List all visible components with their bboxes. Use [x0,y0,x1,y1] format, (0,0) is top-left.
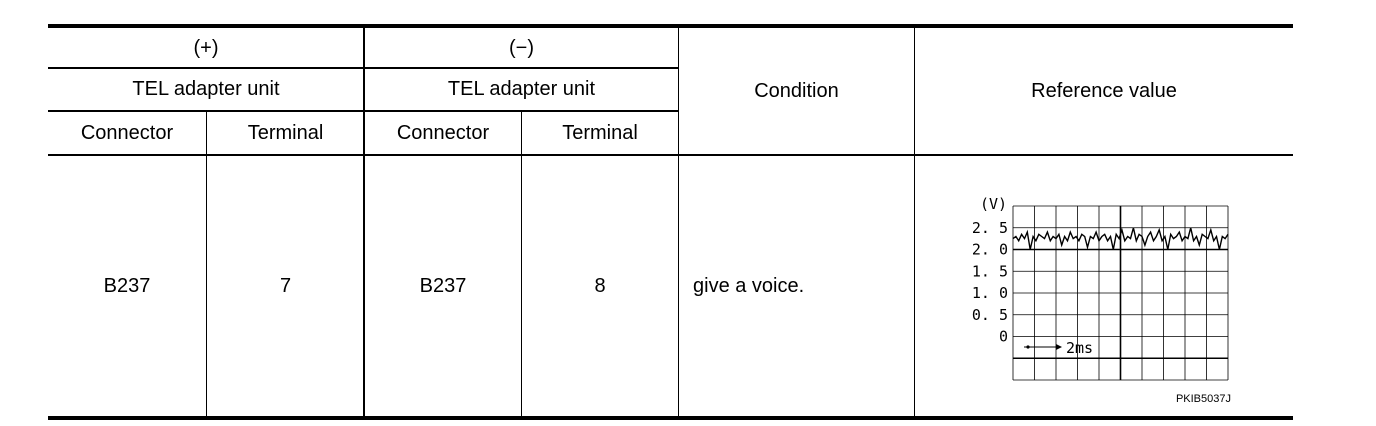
y-tick-label: 1. 0 [972,284,1008,302]
table-bottom-rule [48,416,1293,420]
figure-code: PKIB5037J [1176,393,1231,405]
time-annotation: 2ms [1066,339,1093,357]
header-plus: (+) [193,36,219,59]
y-tick-label: 2. 5 [972,219,1008,237]
row-terminal-minus: 8 [594,274,606,297]
data-table: (+) (−) TEL adapter unit TEL adapter uni… [48,24,1293,420]
header-connector-plus: Connector [80,121,174,144]
header-plus-unit: TEL adapter unit [132,78,280,100]
reference-waveform-chart: 2. 5 2. 0 1. 5 1. 0 0. 5 0 (V) 2ms PKIB5037J [972,195,1231,405]
time-marker [1024,344,1062,350]
col-rule-5 [914,26,915,417]
col-rule-1 [206,111,207,417]
header-condition: Condition [754,79,839,102]
y-tick-label: 2. 0 [972,241,1008,259]
col-rule-3 [521,111,522,417]
series-waveform-line [1012,227,1229,251]
chart-grid [1012,205,1229,381]
col-rule-4 [678,26,679,417]
table-top-rule [48,24,1293,28]
y-tick-label: 0 [999,328,1008,346]
y-tick-label: 0. 5 [972,306,1008,324]
header-terminal-minus: Terminal [562,121,638,144]
y-tick-label: 1. 5 [972,262,1008,280]
y-axis-label: (V) [980,195,1007,213]
header-terminal-plus: Terminal [247,121,324,144]
row-terminal-plus: 7 [279,274,292,297]
header-bottom-rule [48,154,1293,156]
y-tick-labels: 2. 5 2. 0 1. 5 1. 0 0. 5 0 [972,219,1008,346]
row-condition: give a voice. [693,274,805,297]
header-minus-unit: TEL adapter unit [447,78,596,100]
header-connector-minus: Connector [396,121,490,144]
header-reference-value: Reference value [1031,79,1177,102]
row-connector-plus: B237 [103,274,151,297]
row-connector-minus: B237 [419,274,467,297]
col-rule-2 [363,26,365,417]
header-minus: (−) [509,36,534,59]
